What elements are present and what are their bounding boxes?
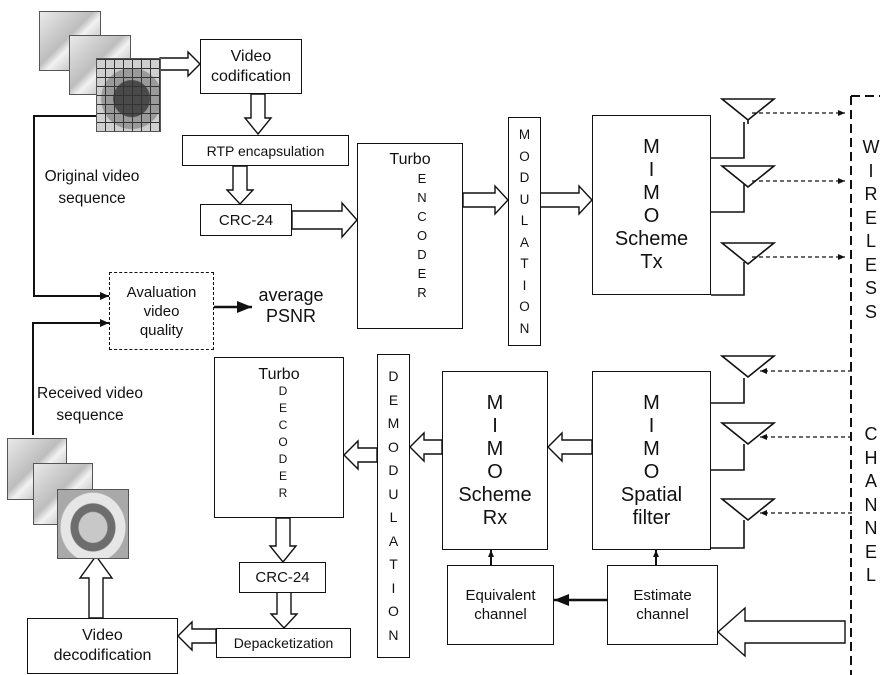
mimo-spatial-box: M I M O Spatial filter xyxy=(592,371,711,550)
antenna-rx-1 xyxy=(719,355,777,379)
crc-top-label: CRC-24 xyxy=(218,211,274,229)
estimate-channel-box: Estimate channel xyxy=(607,565,718,645)
arrow-rtp-to-crc xyxy=(225,165,255,206)
received-frame-face xyxy=(57,489,129,559)
evaluation-box: Avaluation video quality xyxy=(109,272,214,350)
crc-bottom-label: CRC-24 xyxy=(255,569,310,586)
modulation-letters: M O D U L A T I O N xyxy=(518,127,531,336)
estimate-channel-label: Estimate channel xyxy=(633,587,692,623)
equivalent-channel-box: Equivalent channel xyxy=(447,565,554,645)
video-decodification-label: Video decodification xyxy=(53,627,152,664)
arrow-crc-to-depack xyxy=(269,591,299,630)
antenna-rx-3 xyxy=(719,498,777,522)
mimo-tx-label: M I M O Scheme Tx xyxy=(614,136,689,273)
turbo-decoder-box: Turbo D E C O D E R xyxy=(214,357,344,518)
turbo-encoder-title: Turbo xyxy=(389,151,431,168)
arrow-img-to-codification xyxy=(159,50,201,78)
evaluation-label: Avaluation video quality xyxy=(126,283,197,339)
line-original-to-evaluation xyxy=(33,115,109,300)
modulation-box: M O D U L A T I O N xyxy=(508,117,541,346)
turbo-decoder-letters: D E C O D E R xyxy=(278,384,288,500)
arrow-demod-to-decoder xyxy=(343,439,378,471)
line-received-to-evaluation xyxy=(32,319,109,435)
original-sequence-label: Original video sequence xyxy=(44,168,140,207)
video-codification-box: Video codification xyxy=(200,39,302,94)
mimo-rx-box: M I M O Scheme Rx xyxy=(442,371,548,550)
received-sequence-label: Received video sequence xyxy=(37,385,143,424)
antenna-tx-2 xyxy=(719,165,777,189)
antenna-tx-3 xyxy=(719,242,777,266)
crc-top-box: CRC-24 xyxy=(200,204,292,236)
arrow-encoder-to-modulation xyxy=(462,184,509,216)
antenna-tx-1 xyxy=(719,98,777,124)
arrow-decodification-to-images xyxy=(78,554,114,619)
mimo-tx-box: M I M O Scheme Tx xyxy=(592,115,711,295)
arrow-crc-to-encoder xyxy=(291,201,358,239)
depacketization-label: Depacketization xyxy=(233,635,334,651)
arrow-spatial-to-rx xyxy=(547,431,593,463)
mimo-spatial-label: M I M O Spatial filter xyxy=(620,391,683,529)
arrow-modulation-to-mimotx xyxy=(539,184,593,216)
demodulation-letters: D E M O D U L A T I O N xyxy=(387,368,400,643)
average-psnr-label: average PSNR xyxy=(258,285,324,326)
arrow-channel-to-estimate xyxy=(716,606,846,658)
depacketization-box: Depacketization xyxy=(216,628,351,658)
antenna-rx-2 xyxy=(719,422,777,446)
turbo-decoder-title: Turbo xyxy=(258,366,300,383)
mimo-rx-label: M I M O Scheme Rx xyxy=(458,391,532,529)
demodulation-box: D E M O D U L A T I O N xyxy=(377,354,410,658)
turbo-encoder-letters: E N C O D E R xyxy=(416,171,428,300)
turbo-encoder-box: Turbo E N C O D E R xyxy=(357,143,463,329)
arrow-codification-to-rtp xyxy=(243,93,273,136)
crc-bottom-box: CRC-24 xyxy=(239,562,326,593)
rtp-encapsulation-label: RTP encapsulation xyxy=(206,142,325,159)
arrow-depack-to-decodification xyxy=(177,620,217,652)
equivalent-channel-label: Equivalent channel xyxy=(465,587,536,623)
rtp-encapsulation-box: RTP encapsulation xyxy=(182,135,349,166)
channel-channel-letters: C H A N N E L xyxy=(864,424,878,585)
original-frame-grid xyxy=(96,58,161,132)
video-codification-label: Video codification xyxy=(210,47,292,85)
channel-wireless-letters: W I R E L E S S xyxy=(862,137,880,322)
arrow-rx-to-demod xyxy=(409,431,443,463)
arrow-decoder-to-crc xyxy=(268,517,298,564)
video-decodification-box: Video decodification xyxy=(27,618,178,674)
